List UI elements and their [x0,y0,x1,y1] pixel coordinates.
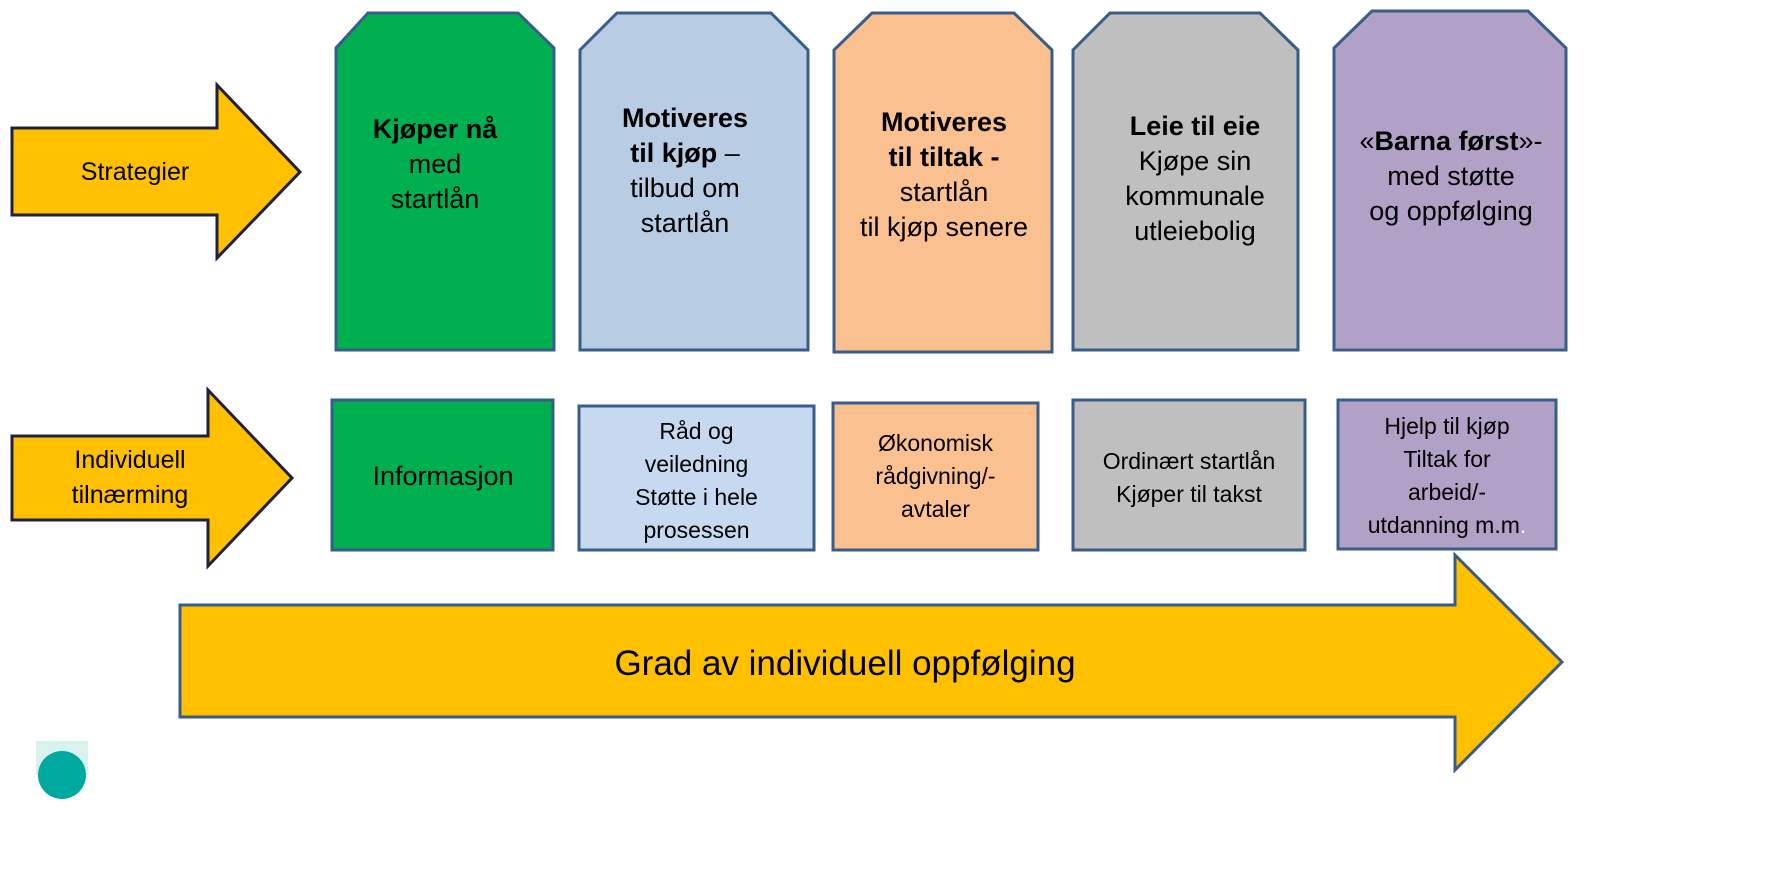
strategy-text-buy-now: Kjøper nå med startlån [372,113,498,214]
strategy-text-motivated-buy: Motiveres til kjøp – tilbud om startlån [621,103,749,238]
approach-box-purchase-help [1336,398,1558,551]
logo-icon [36,741,88,799]
strategy-text-children-first: «Barna først»- med støtte og oppfølging [1359,125,1543,226]
strategy-box-rent-to-own [1071,11,1300,352]
approach-box-information [330,398,555,552]
approach-text-ordinary-loan: Ordinært startlån Kjøper til takst [1102,448,1276,507]
strategies-arrow [10,81,303,262]
strategy-text-rent-to-own: Leie til eie Kjøpe sin kommunale utleieb… [1125,111,1265,246]
individual-approach-arrow [10,386,295,570]
approach-text-information: Informasjon [372,460,514,491]
strategies-label: Strategier [80,157,190,186]
strategy-box-motivated-measures [832,11,1054,354]
strategy-box-children-first [1332,9,1568,352]
progress-arrow-label: Grad av individuell oppfølging [614,644,1076,683]
strategy-text-motivated-measures: Motiveres til tiltak - startlån til kjøp… [859,107,1029,242]
approach-text-purchase-help: Hjelp til kjøp Tiltak for arbeid/- utdan… [1367,413,1527,538]
approach-text-advice: Råd og veiledning Støtte i hele prosesse… [635,418,758,543]
approach-box-financial-advice [831,401,1040,552]
individual-approach-label: Individuell tilnærming [71,446,189,509]
approach-box-ordinary-loan [1071,398,1307,552]
strategy-box-buy-now [334,11,556,352]
approach-box-advice [577,404,816,552]
approach-text-financial-advice: Økonomisk rådgivning/- avtaler [875,429,996,522]
strategy-box-motivated-buy [578,11,810,352]
progress-arrow [178,551,1565,774]
